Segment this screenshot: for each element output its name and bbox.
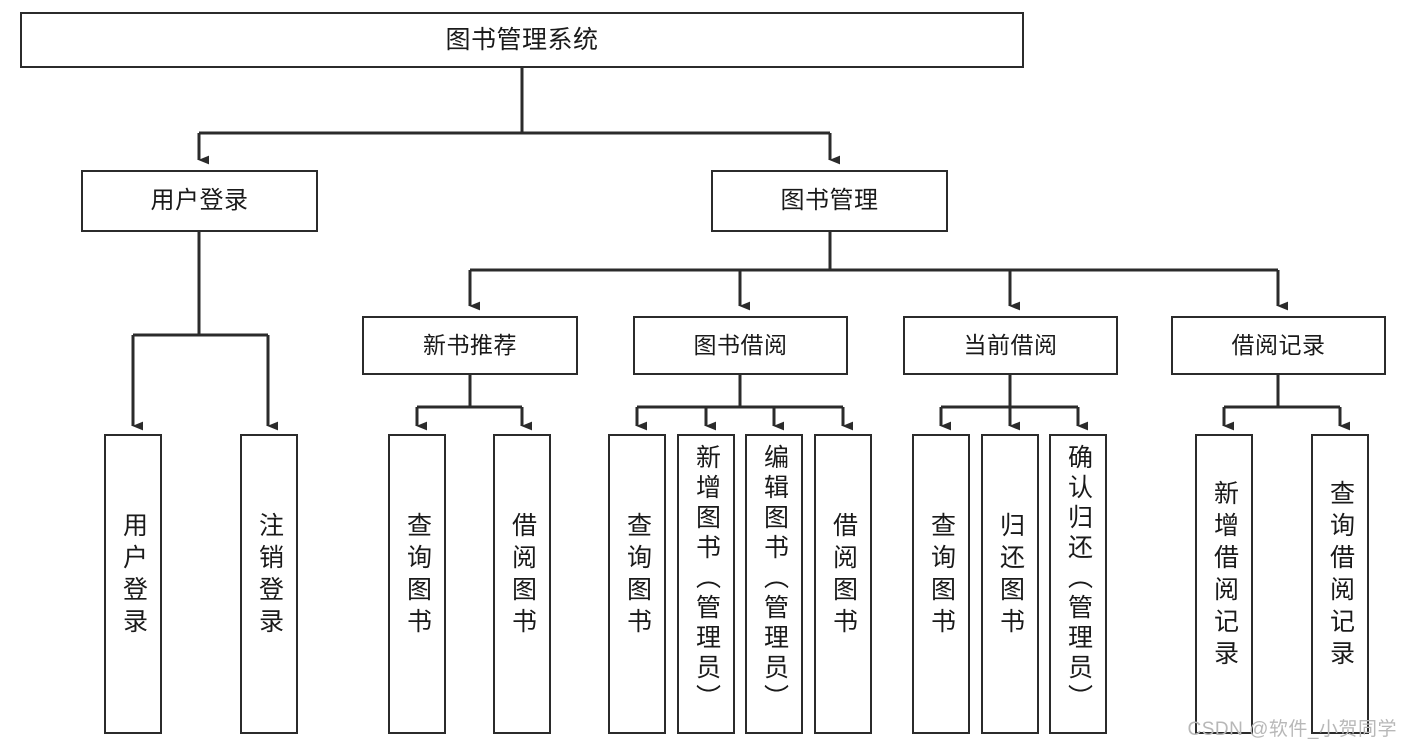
node-root[interactable]: 图书管理系统 — [20, 12, 1024, 68]
node-book-manage-label: 图书管理 — [780, 186, 879, 214]
node-leaf-query-book-2-label: 查询图书 — [623, 512, 652, 640]
node-leaf-query-record-label: 查询借阅记录 — [1326, 480, 1355, 672]
node-leaf-query-book-3-label: 查询图书 — [927, 512, 956, 640]
node-borrow-record[interactable]: 借阅记录 — [1171, 316, 1386, 375]
node-leaf-query-book-1[interactable]: 查询图书 — [388, 434, 446, 734]
node-current-borrow[interactable]: 当前借阅 — [903, 316, 1118, 375]
node-root-label: 图书管理系统 — [445, 26, 599, 54]
node-leaf-return-book-label: 归还图书 — [996, 512, 1025, 640]
node-book-borrow[interactable]: 图书借阅 — [633, 316, 848, 375]
node-leaf-return-book[interactable]: 归还图书 — [981, 434, 1039, 734]
node-leaf-add-record-label: 新增借阅记录 — [1210, 480, 1239, 672]
node-leaf-borrow-book-1[interactable]: 借阅图书 — [493, 434, 551, 734]
node-leaf-confirm-return[interactable]: 确认归还（管理员） — [1049, 434, 1107, 734]
node-borrow-record-label: 借阅记录 — [1231, 331, 1326, 358]
node-new-book-recommend[interactable]: 新书推荐 — [362, 316, 578, 375]
node-leaf-add-book-label: 新增图书（管理员） — [692, 444, 721, 714]
node-leaf-confirm-return-label: 确认归还（管理员） — [1064, 444, 1093, 714]
node-leaf-borrow-book-1-label: 借阅图书 — [508, 512, 537, 640]
node-leaf-user-login-label: 用户登录 — [119, 512, 148, 640]
node-leaf-add-book[interactable]: 新增图书（管理员） — [677, 434, 735, 734]
node-new-book-recommend-label: 新书推荐 — [423, 331, 517, 358]
node-leaf-query-record[interactable]: 查询借阅记录 — [1311, 434, 1369, 734]
node-leaf-query-book-1-label: 查询图书 — [403, 512, 432, 640]
node-leaf-borrow-book-2[interactable]: 借阅图书 — [814, 434, 872, 734]
node-book-borrow-label: 图书借阅 — [693, 331, 788, 358]
watermark: CSDN @软件_小贺同学 — [1187, 719, 1397, 740]
node-user-login[interactable]: 用户登录 — [81, 170, 318, 232]
node-user-login-label: 用户登录 — [150, 186, 249, 214]
node-leaf-query-book-2[interactable]: 查询图书 — [608, 434, 666, 734]
node-leaf-borrow-book-2-label: 借阅图书 — [829, 512, 858, 640]
node-leaf-logout-login-label: 注销登录 — [255, 512, 284, 640]
node-leaf-logout-login[interactable]: 注销登录 — [240, 434, 298, 734]
node-leaf-add-record[interactable]: 新增借阅记录 — [1195, 434, 1253, 734]
node-leaf-edit-book[interactable]: 编辑图书（管理员） — [745, 434, 803, 734]
node-leaf-user-login[interactable]: 用户登录 — [104, 434, 162, 734]
node-leaf-query-book-3[interactable]: 查询图书 — [912, 434, 970, 734]
node-leaf-edit-book-label: 编辑图书（管理员） — [760, 444, 789, 714]
node-current-borrow-label: 当前借阅 — [963, 331, 1058, 358]
node-book-manage[interactable]: 图书管理 — [711, 170, 948, 232]
